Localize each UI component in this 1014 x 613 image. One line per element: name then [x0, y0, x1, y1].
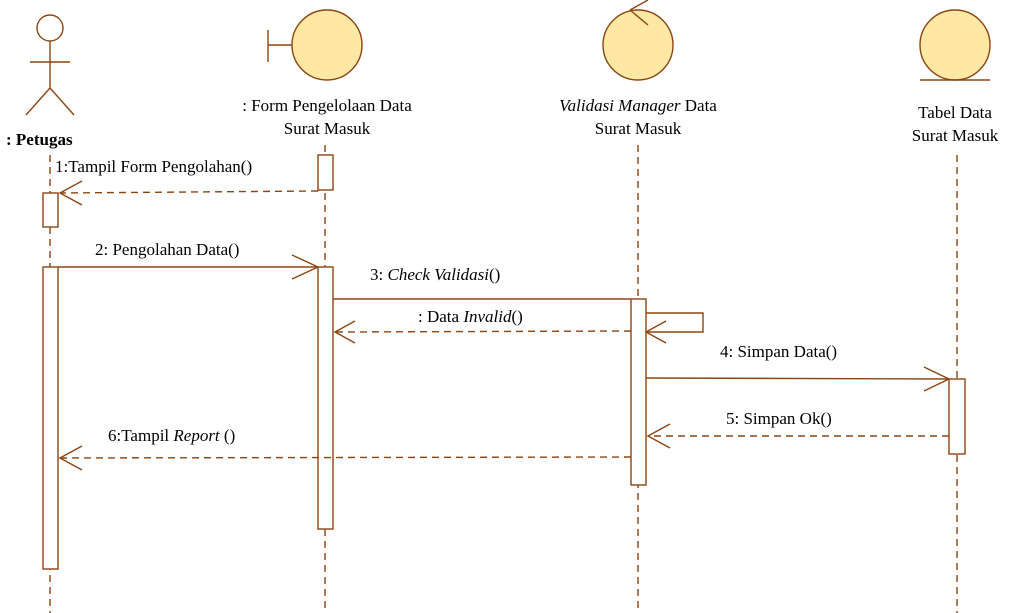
message-5-label: 5: Simpan Ok() [726, 409, 832, 428]
boundary-icon [267, 9, 363, 81]
control-icon [602, 0, 674, 81]
message-2-label: 2: Pengolahan Data() [95, 240, 239, 259]
form-label-line1: : Form Pengelolaan Data [242, 96, 412, 115]
form-label-line2: Surat Masuk [283, 119, 371, 138]
message-invalid-label: : Data Invalid() [418, 307, 523, 326]
manager-label-line2: Surat Masuk [594, 119, 682, 138]
message-6-arrow [58, 445, 632, 471]
message-3-label: 3: Check Validasi() [370, 265, 500, 284]
manager-activation [630, 298, 647, 486]
message-4-arrow [645, 366, 951, 392]
form-activation-2 [317, 266, 334, 530]
tabel-label-line1: Tabel Data [918, 103, 992, 122]
manager-label-line1: Validasi Manager Data [559, 96, 717, 116]
message-1-label: 1:Tampil Form Pengolahan() [55, 157, 252, 176]
message-invalid-arrow [333, 320, 632, 344]
tabel-label-line2: Surat Masuk [911, 126, 999, 145]
entity-icon [919, 9, 991, 81]
actor-icon [25, 14, 75, 116]
message-4-label: 4: Simpan Data() [720, 342, 837, 361]
message-6-label: 6:Tampil Report () [108, 426, 235, 445]
actor-activation-2 [42, 266, 59, 570]
message-5-arrow [646, 423, 949, 449]
actor-activation-1 [42, 192, 59, 228]
actor-label: : Petugas [6, 130, 73, 149]
tabel-activation [948, 378, 966, 455]
manager-label-italic: Validasi Manager [559, 96, 681, 115]
form-activation-1 [317, 154, 334, 191]
self-message-arrow [644, 312, 704, 344]
message-1-arrow [58, 180, 319, 206]
message-2-arrow [58, 254, 320, 280]
manager-label-rest: Data [680, 96, 717, 115]
